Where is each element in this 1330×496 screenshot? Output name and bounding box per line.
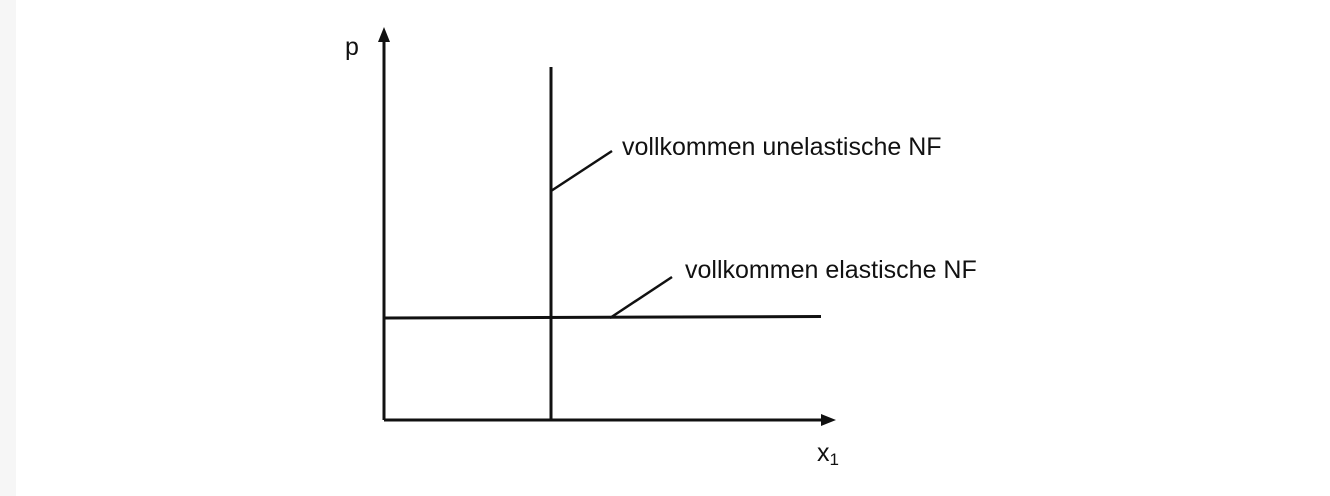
x-axis-label: x bbox=[817, 439, 830, 467]
elastic-demand-label: vollkommen elastische NF bbox=[685, 256, 977, 284]
perfectly-elastic-demand-line bbox=[383, 315, 822, 320]
inelastic-demand-label: vollkommen unelastische NF bbox=[622, 133, 942, 161]
inelastic-label-leader-line bbox=[550, 149, 613, 193]
x-axis-label-group: x1 bbox=[817, 439, 839, 469]
y-axis-label: p bbox=[345, 33, 359, 61]
x-axis-label-subscript: 1 bbox=[830, 450, 839, 469]
left-margin-strip bbox=[0, 0, 16, 496]
x-axis-arrowhead bbox=[821, 414, 836, 426]
elastic-label-leader-line bbox=[609, 275, 673, 320]
y-axis-arrowhead bbox=[378, 27, 390, 42]
